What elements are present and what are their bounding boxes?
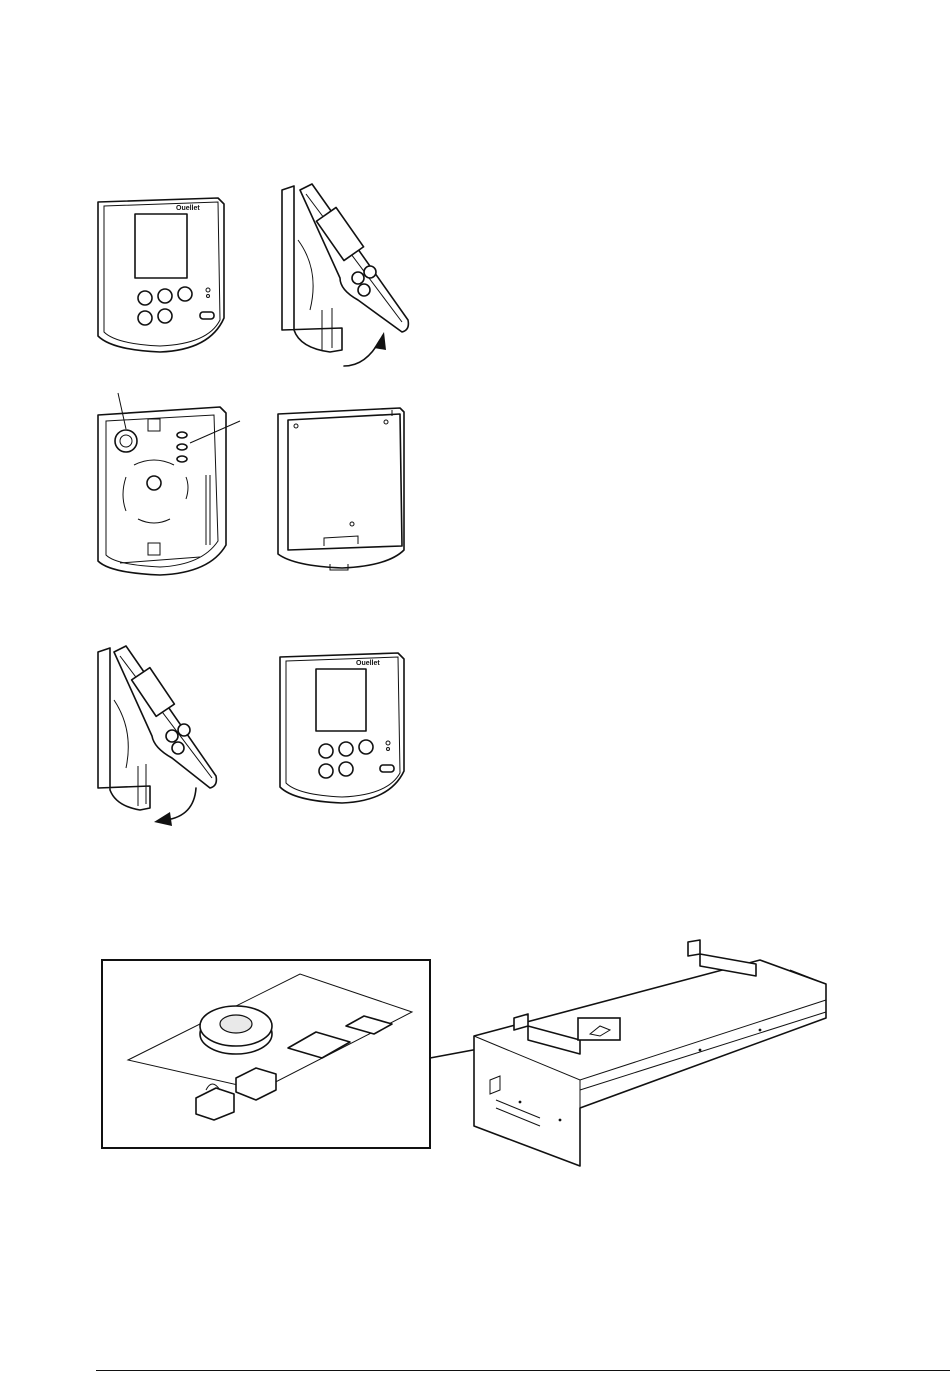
base-back-figure: [270, 400, 415, 575]
display-screen: [135, 214, 187, 278]
footer-rule: [96, 1370, 950, 1371]
button-1: [138, 291, 152, 305]
arrow-head-icon: [154, 812, 172, 826]
button-3: [178, 287, 192, 301]
button-2: [158, 289, 172, 303]
heater-detail-diagram: [0, 930, 950, 1210]
button-4: [138, 311, 152, 325]
detail-inset-frame: [102, 960, 430, 1148]
heater-unit: [474, 960, 826, 1166]
brand-logo: Ouellet: [176, 205, 200, 212]
arrow-icon: [166, 788, 196, 820]
brand-logo: Ouellet: [356, 660, 380, 667]
cover-lift-figure: [270, 180, 420, 375]
thermostat-front-figure: Ouellet: [90, 190, 230, 360]
base-open-figure: [90, 395, 250, 580]
knockout-hole: [115, 430, 137, 452]
cover-close-figure: [90, 640, 230, 835]
arrow-icon: [344, 340, 380, 366]
callout-line-icon: [118, 393, 126, 429]
display-screen: [316, 669, 366, 731]
thermostat-location-box: [578, 1018, 620, 1040]
button-5: [158, 309, 172, 323]
thermostat-assembled-figure: Ouellet: [272, 645, 412, 810]
arrow-head-icon: [374, 332, 386, 350]
